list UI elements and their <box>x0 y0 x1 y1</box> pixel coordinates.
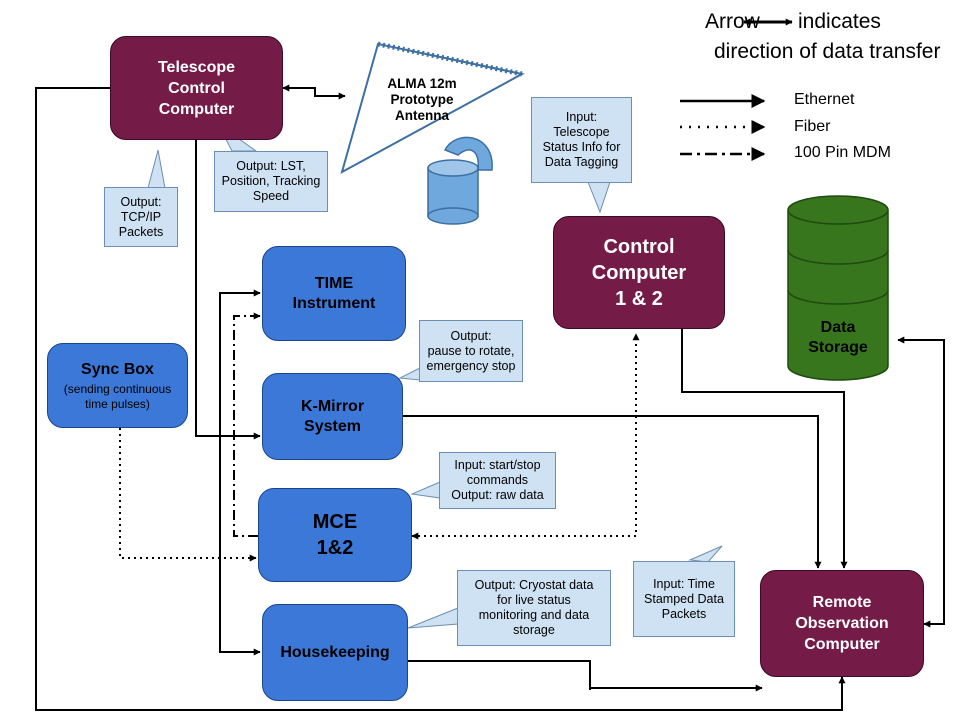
ethernet-connections <box>35 84 945 711</box>
mce-1-2[interactable]: MCE 1&2 <box>258 488 412 582</box>
antenna-icon <box>340 41 525 225</box>
callout-start-stop: Input: start/stop commands Output: raw d… <box>439 452 556 509</box>
legend-label-mdm: 100 Pin MDM <box>794 144 891 161</box>
housekeeping[interactable]: Housekeeping <box>262 604 408 701</box>
control-computer-1-2[interactable]: Control Computer 1 & 2 <box>553 216 725 329</box>
callout-cryostat: Output: Cryostat data for live status mo… <box>457 570 611 646</box>
data-storage-cylinder <box>787 195 889 381</box>
remote-observation-computer[interactable]: Remote Observation Computer <box>760 570 924 677</box>
legend-title-arrow: Arrow <box>705 10 760 33</box>
time-instrument[interactable]: TIME Instrument <box>262 246 406 341</box>
legend-label-fiber: Fiber <box>794 118 831 135</box>
data-storage-label: Data Storage <box>808 319 868 356</box>
callout-tcp-ip: Output: TCP/IP Packets <box>104 187 178 247</box>
callout-pause-stop: Output: pause to rotate, emergency stop <box>419 320 523 382</box>
k-mirror-system[interactable]: K-Mirror System <box>262 373 403 460</box>
fiber-connections <box>119 333 640 562</box>
callout-telescope-status: Input: Telescope Status Info for Data Ta… <box>531 97 632 183</box>
mdm-connections <box>233 312 261 537</box>
callout-lst-position: Output: LST, Position, Tracking Speed <box>214 151 328 212</box>
legend-title-direction: direction of data transfer <box>714 40 941 63</box>
callout-time-stamped: Input: Time Stamped Data Packets <box>633 561 735 637</box>
legend-label-ethernet: Ethernet <box>794 91 855 108</box>
legend-title-indicates: indicates <box>798 10 881 33</box>
sync-box[interactable]: Sync Box (sending continuous time pulses… <box>47 343 188 428</box>
antenna-label: ALMA 12m Prototype Antenna <box>387 76 457 123</box>
legend-lines <box>680 18 793 161</box>
telescope-control-computer[interactable]: Telescope Control Computer <box>110 36 283 140</box>
